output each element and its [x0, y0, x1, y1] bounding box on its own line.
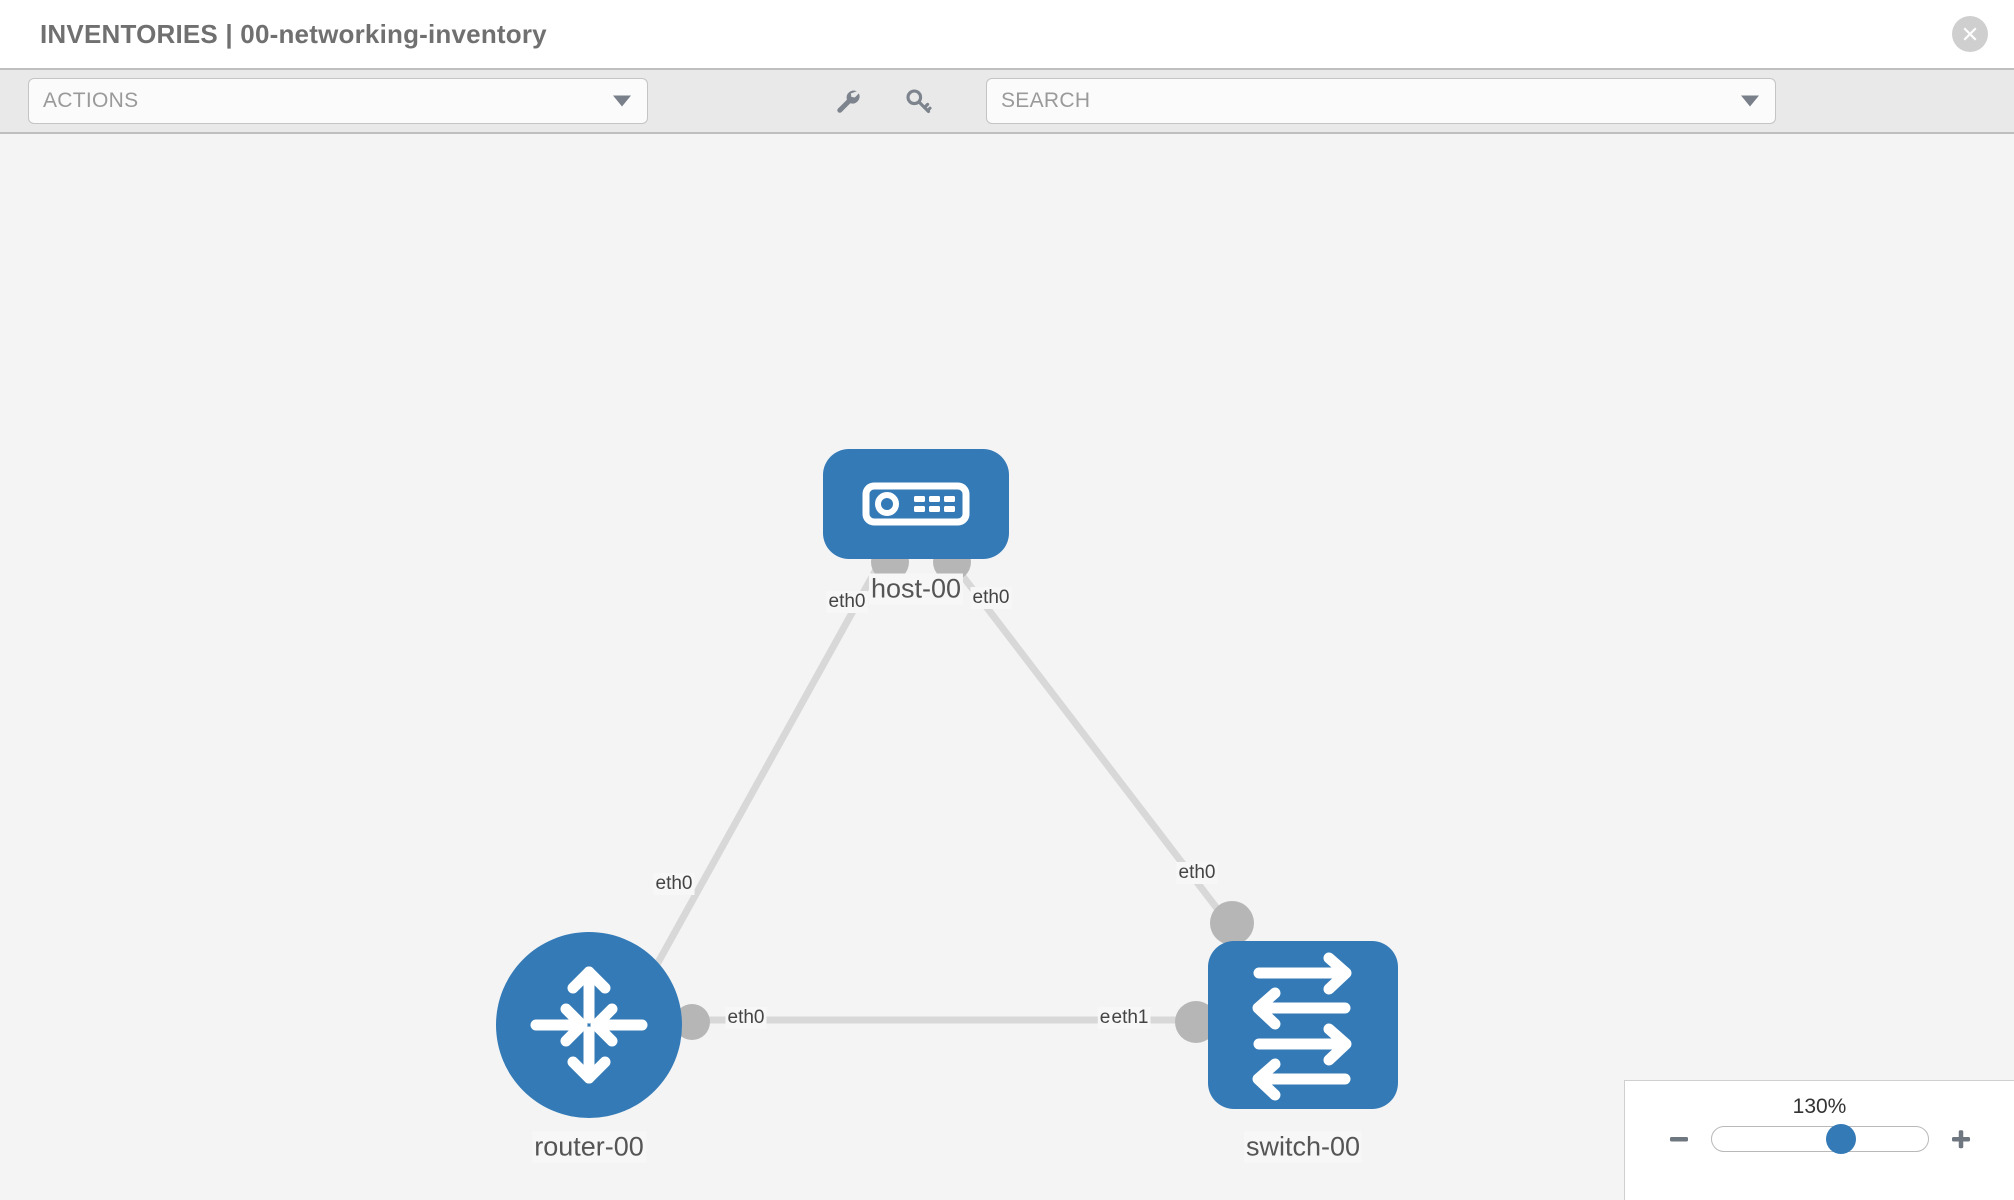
chevron-down-icon: [613, 95, 631, 107]
wrench-icon[interactable]: [828, 81, 868, 121]
nodes-layer: [496, 449, 1398, 1118]
actions-dropdown[interactable]: ACTIONS: [28, 78, 648, 124]
port-switch00-west[interactable]: [1175, 1001, 1217, 1043]
ports-layer: [674, 543, 1254, 1043]
actions-dropdown-label: ACTIONS: [43, 89, 139, 112]
zoom-slider[interactable]: [1710, 1124, 1929, 1154]
topology-graph: [496, 449, 1398, 1118]
toolbar: ACTIONS SEARCH: [0, 68, 2014, 134]
node-switch-00[interactable]: [1208, 941, 1398, 1109]
zoom-slider-thumb[interactable]: [1826, 1124, 1857, 1154]
zoom-level-value: 130%: [1792, 1095, 1847, 1118]
node-host-00[interactable]: [823, 449, 1009, 559]
toolbar-icon-group: [828, 81, 938, 121]
search-field[interactable]: SEARCH: [986, 78, 1776, 124]
zoom-in-button[interactable]: [1947, 1125, 1975, 1153]
zoom-slider-row: [1625, 1124, 2014, 1154]
topology-canvas[interactable]: host-00 router-00 switch-00 eth0 eth0 et…: [0, 134, 2014, 1200]
switch-arrows-icon: [1252, 952, 1352, 1101]
port-router00-east[interactable]: [674, 1004, 710, 1040]
port-switch00-north[interactable]: [1210, 901, 1254, 945]
zoom-control-panel: 130%: [1624, 1080, 2014, 1200]
server-appliance-icon: [862, 482, 970, 526]
chevron-down-icon: [1741, 95, 1759, 107]
close-icon[interactable]: [1952, 16, 1988, 52]
link-host00-router00[interactable]: [651, 564, 882, 970]
page-title: INVENTORIES | 00-networking-inventory: [40, 18, 547, 49]
search-input[interactable]: SEARCH: [1001, 89, 1091, 112]
key-icon[interactable]: [898, 81, 938, 121]
link-host00-switch00[interactable]: [952, 563, 1235, 931]
node-router-00[interactable]: [496, 932, 682, 1118]
page-header: INVENTORIES | 00-networking-inventory: [0, 0, 2014, 68]
router-arrows-icon: [530, 966, 648, 1084]
zoom-out-button[interactable]: [1665, 1125, 1693, 1153]
links-layer: [651, 563, 1235, 1024]
